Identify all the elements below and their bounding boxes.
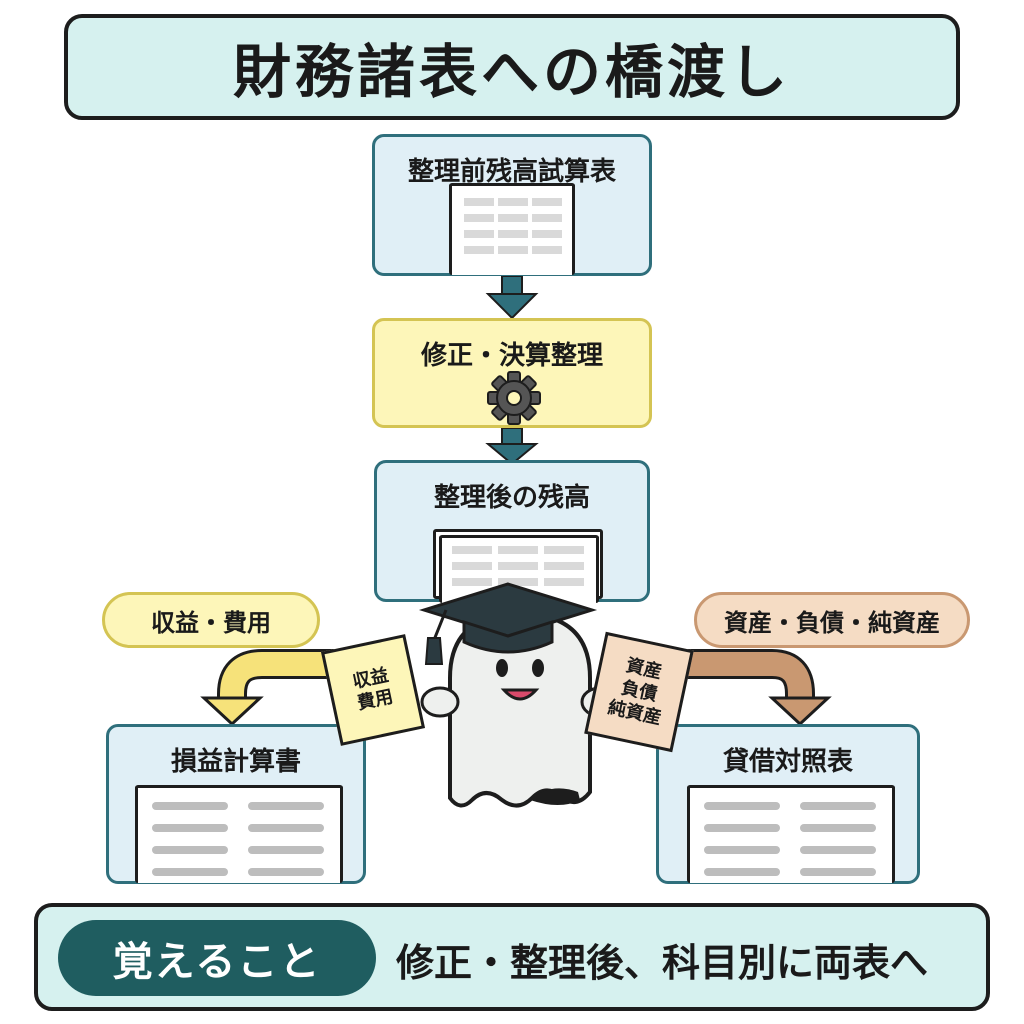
graduation-cap-icon xyxy=(418,582,598,665)
report-sheet-icon xyxy=(687,785,895,883)
title-banner: 財務諸表への橋渡し xyxy=(64,14,960,120)
balance-sheet-node: 貸借対照表 xyxy=(656,724,920,884)
income-statement-node: 損益計算書 xyxy=(106,724,366,884)
spreadsheet-icon xyxy=(449,183,575,275)
trial-balance-node: 整理前残高試算表 xyxy=(372,134,652,276)
asset-liability-equity-tag-label: 資産・負債・純資産 xyxy=(724,608,940,637)
down-arrow-2 xyxy=(485,427,539,466)
revenue-expense-tag: 収益・費用 xyxy=(102,592,320,648)
revenue-expense-tag-label: 収益・費用 xyxy=(151,608,271,637)
asset-liability-equity-tag: 資産・負債・純資産 xyxy=(694,592,970,648)
adjustment-label: 修正・決算整理 xyxy=(420,341,603,371)
right-curved-arrow xyxy=(684,649,832,727)
page-title: 財務諸表への橋渡し xyxy=(232,38,791,106)
summary-text: 修正・整理後、科目別に両表へ xyxy=(396,940,929,985)
balance-sheet-label: 貸借対照表 xyxy=(722,747,853,777)
gear-icon xyxy=(487,371,541,425)
trial-balance-label: 整理前残高試算表 xyxy=(407,157,616,187)
adjusted-balance-label: 整理後の残高 xyxy=(433,483,590,513)
remember-badge-label: 覚えること xyxy=(112,939,322,985)
report-sheet-icon xyxy=(135,785,343,883)
income-statement-label: 損益計算書 xyxy=(170,747,301,777)
adjustment-node: 修正・決算整理 xyxy=(372,318,652,428)
down-arrow-1 xyxy=(485,275,539,320)
remember-badge: 覚えること xyxy=(58,920,376,996)
adjusted-balance-node: 整理後の残高 xyxy=(374,460,650,603)
left-curved-arrow xyxy=(200,649,340,727)
